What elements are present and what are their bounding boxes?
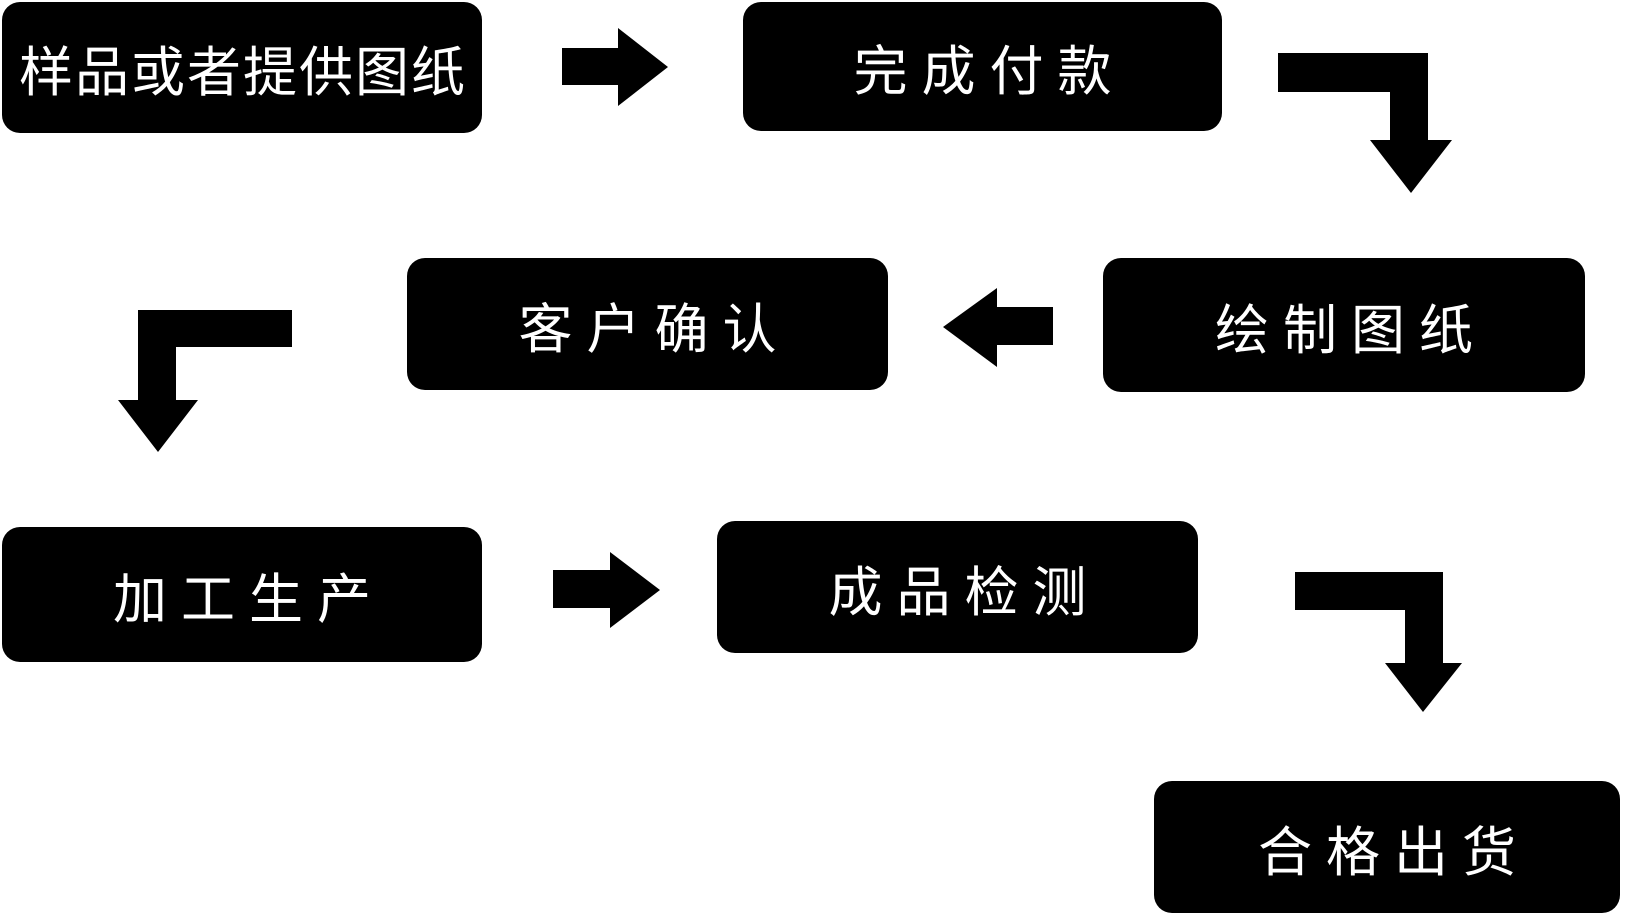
arrow-elbow-down-right-icon [1295,572,1462,712]
node-sample-or-provide-drawing: 样品或者提供图纸 [2,2,482,133]
node-customer-confirmation: 客户确认 [407,258,888,390]
arrow-right-icon [553,552,660,628]
node-label: 成品检测 [828,562,1101,623]
node-label: 绘制图纸 [1215,300,1487,361]
node-complete-payment: 完成付款 [743,2,1222,131]
node-label: 加工生产 [113,570,385,630]
arrow-elbow-down-left-icon [118,310,292,452]
node-qualified-shipment: 合格出货 [1154,781,1620,913]
arrow-left-icon [943,288,1053,367]
arrow-elbow-down-right-icon [1278,53,1452,193]
node-processing-production: 加工生产 [2,527,482,662]
node-draw-drawings: 绘制图纸 [1103,258,1585,392]
node-label: 合格出货 [1258,822,1530,883]
node-label: 客户确认 [518,299,791,360]
node-label: 样品或者提供图纸 [19,43,467,103]
node-finished-product-inspection: 成品检测 [717,521,1198,653]
node-label: 完成付款 [853,42,1126,102]
arrow-right-icon [562,28,668,106]
